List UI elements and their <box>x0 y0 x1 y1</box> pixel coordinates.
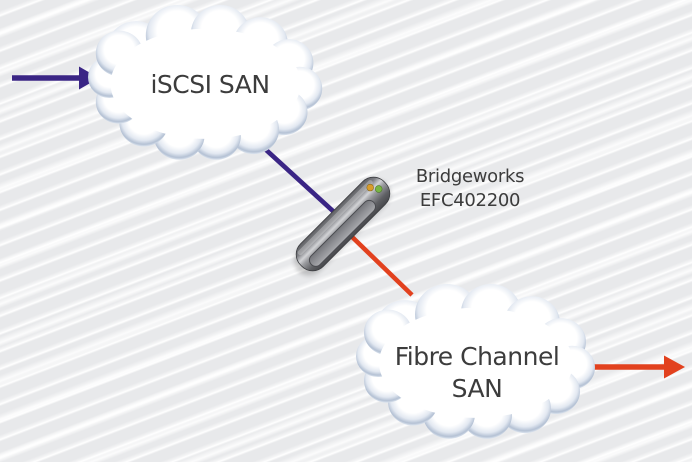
appliance-front-panel <box>308 199 377 267</box>
amber-led-icon <box>366 183 374 192</box>
appliance-sheen <box>297 180 373 256</box>
bridge-appliance-icon <box>294 176 391 276</box>
iscsi-bridge-link <box>262 146 336 214</box>
fc-outbound-arrow-icon <box>593 355 685 379</box>
green-led-icon <box>375 185 383 193</box>
iscsi-inbound-arrow-icon <box>12 66 99 90</box>
fc-san-cloud-icon <box>356 283 595 439</box>
bridge-fc-link <box>345 230 414 297</box>
iscsi-san-cloud-icon <box>87 4 323 160</box>
